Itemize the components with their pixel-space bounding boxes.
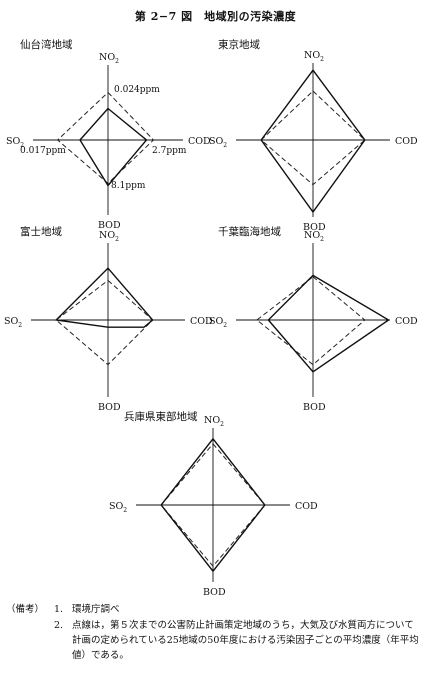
axis-label-so2-3: SO2 xyxy=(4,316,22,329)
chart-title-5: 兵庫県東部地域 xyxy=(124,410,198,423)
axis-label-cod-5: COD xyxy=(295,501,318,512)
average-polygon-4 xyxy=(256,276,366,366)
axis-label-no2-5: NO2 xyxy=(204,415,224,428)
figure-title: 第 2−7 図 地域別の汚染濃度 xyxy=(134,10,297,23)
regional-polygon-3 xyxy=(54,267,154,328)
regional-polygon-2 xyxy=(260,68,366,214)
note-text-2: 点線は，第５次までの公害防止計画策定地域のうち，大気及び水質両方について計画の定… xyxy=(72,620,419,661)
average-polygon-2 xyxy=(260,90,366,186)
chart-title-1: 仙台湾地域 xyxy=(20,38,73,51)
axis-label-so2-2: SO2 xyxy=(209,136,227,149)
note-item-2: 2. 点線は，第５次までの公害防止計画策定地域のうち，大気及び水質両方について計… xyxy=(54,618,419,661)
axis-label-cod-1: COD xyxy=(188,136,211,147)
axis-label-no2-4: NO2 xyxy=(304,230,324,243)
axis-label-bod-4: BOD xyxy=(303,402,326,413)
axis-label-bod-2: BOD xyxy=(303,222,326,233)
note-item-1: 1. 環境庁調べ xyxy=(54,602,120,617)
chart-title-4: 千葉臨海地域 xyxy=(218,225,281,238)
chart-title-3: 富士地域 xyxy=(20,225,62,238)
average-polygon-1 xyxy=(56,91,155,185)
note-num-1: 1. xyxy=(54,604,64,615)
axis-label-so2-5: SO2 xyxy=(109,501,127,514)
annotation-cod: 2.7ppm xyxy=(152,146,187,156)
axis-label-bod-5: BOD xyxy=(203,587,226,598)
annotation-bod: 8.1ppm xyxy=(111,181,146,191)
axis-label-cod-4: COD xyxy=(395,316,418,327)
axis-label-so2-4: SO2 xyxy=(209,316,227,329)
axis-label-no2-2: NO2 xyxy=(304,50,324,63)
radar-chart-figure: 仙台湾地域NO2CODBODSO20.024ppm2.7ppm8.1ppm0.0… xyxy=(4,38,418,598)
axis-label-bod-3: BOD xyxy=(98,402,121,413)
average-polygon-3 xyxy=(55,279,154,366)
axis-label-cod-2: COD xyxy=(395,136,418,147)
regional-polygon-1 xyxy=(79,107,148,187)
annotation-no2: 0.024ppm xyxy=(114,85,160,95)
regional-polygon-4 xyxy=(267,274,390,373)
axis-label-no2-1: NO2 xyxy=(99,52,119,65)
axis-label-cod-3: COD xyxy=(190,316,213,327)
axis-label-so2-1: SO2 xyxy=(6,136,24,149)
note-text-1: 環境庁調べ xyxy=(72,604,120,615)
regional-polygon-5 xyxy=(160,437,266,573)
axis-label-bod-1: BOD xyxy=(98,220,121,231)
axis-label-no2-3: NO2 xyxy=(99,230,119,243)
note-num-2: 2. xyxy=(54,620,64,631)
annotation-so2: 0.017ppm xyxy=(20,146,66,156)
average-polygon-5 xyxy=(160,443,266,567)
chart-title-2: 東京地域 xyxy=(218,38,260,51)
notes-header: （備考） xyxy=(6,604,45,615)
